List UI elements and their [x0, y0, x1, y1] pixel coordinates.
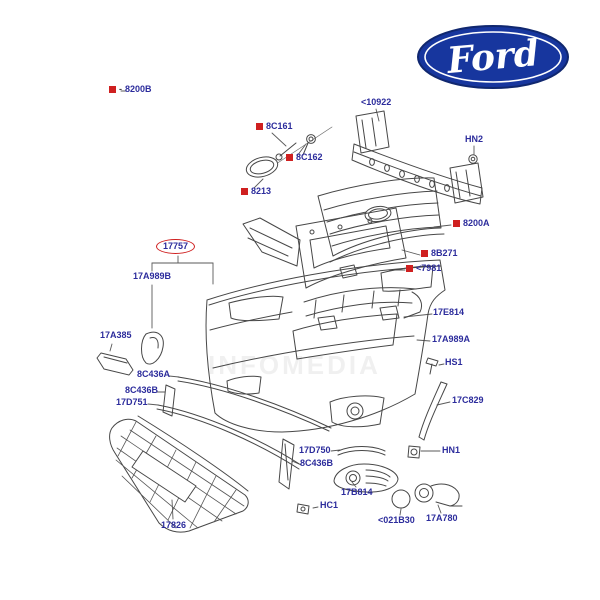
part-label-17A780-22[interactable]: 17A780: [426, 514, 458, 523]
ford-logo-oval: Ford: [417, 25, 569, 89]
red-square-marker-icon: [406, 265, 413, 272]
part-number-text: 17757: [163, 241, 189, 251]
part-number-text: 17D751: [116, 397, 148, 407]
part-number-text: 17D750: [299, 445, 331, 455]
lower-grille-drawing: [109, 415, 249, 533]
part-number-text: 8200A: [463, 218, 490, 228]
part-label-17757-9[interactable]: 17757: [156, 239, 196, 254]
ford-emblem-part-drawing: [245, 156, 279, 178]
fog-lamp-drawing: [414, 483, 463, 507]
marker-dash: -: [119, 84, 122, 94]
part-number-text: 8C161: [266, 121, 293, 131]
part-number-text: 8C436B: [300, 458, 334, 468]
part-number-text: 17A989A: [432, 334, 471, 344]
part-number-text: 8B271: [431, 248, 458, 258]
bolt-hs1-drawing: [425, 357, 439, 375]
part-label-8C162-2[interactable]: 8C162: [286, 153, 323, 162]
part-label-8C161-1[interactable]: 8C161: [256, 122, 293, 131]
part-number-text: HN2: [465, 134, 484, 144]
nut-hn2-drawing: [468, 154, 478, 164]
part-number-text: <10922: [361, 97, 392, 107]
part-label-17A989B-10[interactable]: 17A989B: [133, 272, 171, 281]
part-number-text: HN1: [442, 445, 461, 455]
part-label-10922-4[interactable]: <10922: [361, 98, 391, 107]
lower-support-frame-drawing: [303, 287, 423, 331]
part-number-text: 17A385: [100, 330, 132, 340]
red-square-marker-icon: [256, 123, 263, 130]
front-bumper-cover-drawing: [205, 259, 446, 433]
screw-8c161-drawing: [275, 142, 297, 161]
ford-logo-script: Ford: [444, 32, 540, 82]
part-label-8B271-7[interactable]: 8B271: [421, 249, 458, 258]
fog-lamp-bezel-drawing: [333, 463, 399, 493]
nut-hn1-drawing: [407, 445, 421, 459]
bracket-17a385-drawing: [96, 352, 134, 376]
part-number-text: 8C436A: [137, 369, 171, 379]
part-number-text: 8C162: [296, 152, 323, 162]
part-number-text: 17826: [161, 520, 187, 530]
part-number-text: 17E814: [433, 307, 465, 317]
part-number-text: <021B30: [378, 515, 415, 525]
part-label-8C436B-13[interactable]: 8C436B: [125, 386, 158, 395]
washer-cover-drawing: [141, 331, 164, 365]
part-label-17C829-23[interactable]: 17C829: [452, 396, 484, 405]
red-square-marker-icon: [286, 154, 293, 161]
part-label-17D751-14[interactable]: 17D751: [116, 398, 148, 407]
seal-strip-8c436a-drawing: [177, 376, 332, 432]
part-number-text: HS1: [445, 357, 463, 367]
retaining-ring-drawing: [391, 489, 411, 509]
part-label-17826-15[interactable]: 17826: [161, 521, 186, 530]
arch-moulding-drawing: [418, 381, 448, 441]
part-label-8C436A-12[interactable]: 8C436A: [137, 370, 170, 379]
part-label-HN1-18[interactable]: HN1: [442, 446, 460, 455]
part-label-8200A-6[interactable]: 8200A: [453, 219, 490, 228]
bumper-top-bracket-drawing: [242, 217, 301, 267]
watermark: INFOMEDIA: [208, 350, 381, 380]
part-label-17A989A-25[interactable]: 17A989A: [432, 335, 470, 344]
red-square-marker-icon: [109, 86, 116, 93]
part-number-text: 17A989B: [133, 271, 172, 281]
trim-strip-17d751-drawing: [156, 404, 302, 470]
part-label-17E814-24[interactable]: 17E814: [433, 308, 464, 317]
part-number-text: HC1: [320, 500, 339, 510]
part-label-17D750-16[interactable]: 17D750: [299, 446, 331, 455]
bumper-reinforcement-drawing: [351, 110, 484, 205]
part-number-text: 8213: [251, 186, 272, 196]
part-label-021B30-21[interactable]: <021B30: [378, 516, 415, 525]
part-label-17B814-19[interactable]: 17B814: [341, 488, 373, 497]
part-number-text: 17A780: [426, 513, 458, 523]
clip-hc1-drawing: [296, 503, 310, 515]
part-number-text: 8200B: [125, 84, 152, 94]
part-label-HN2-5[interactable]: HN2: [465, 135, 483, 144]
bolt-8c162-drawing: [302, 134, 316, 156]
part-label-7981-8[interactable]: <7981: [406, 264, 441, 273]
part-label-HC1-20[interactable]: HC1: [320, 501, 338, 510]
side-seal-8c436b-drawing: [278, 438, 295, 490]
part-number-text: <7981: [416, 263, 442, 273]
red-square-marker-icon: [421, 250, 428, 257]
part-label-HS1-26[interactable]: HS1: [445, 358, 463, 367]
part-label-8200B-0[interactable]: -8200B: [109, 85, 152, 94]
part-number-text: 17C829: [452, 395, 484, 405]
part-label-8C436B-17[interactable]: 8C436B: [300, 459, 333, 468]
part-number-text: 8C436B: [125, 385, 159, 395]
grille-mounting-panel-drawing: [295, 207, 407, 289]
bracket-8c436b-drawing: [162, 384, 176, 417]
trim-strip-17d750-drawing: [337, 446, 386, 456]
part-number-text: 17B814: [341, 487, 373, 497]
ford-logo: Ford: [415, 24, 571, 90]
red-square-marker-icon: [453, 220, 460, 227]
part-label-8213-3[interactable]: 8213: [241, 187, 271, 196]
part-label-17A385-11[interactable]: 17A385: [100, 331, 132, 340]
red-square-marker-icon: [241, 188, 248, 195]
